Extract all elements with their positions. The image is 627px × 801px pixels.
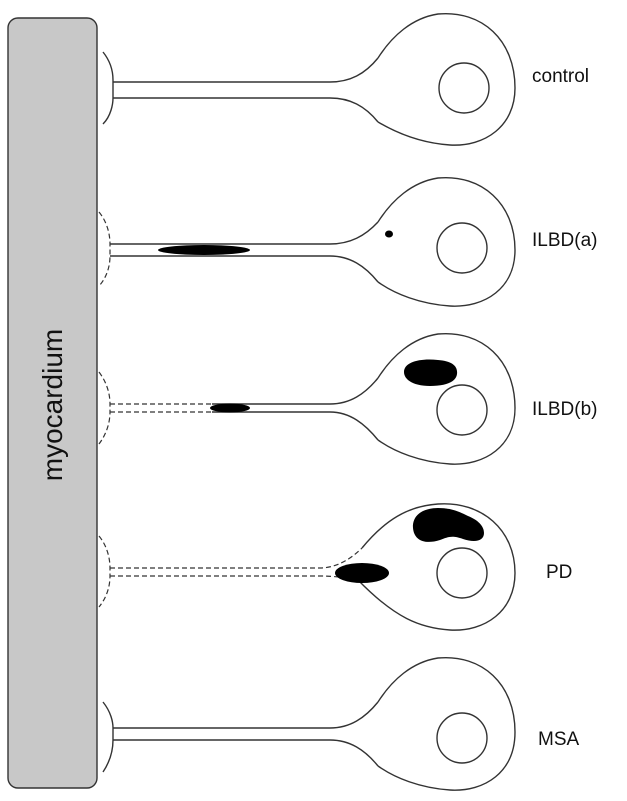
axon-lower [113, 740, 378, 766]
neuron-ilbd-b: ILBD(b) [99, 334, 597, 464]
neuron-control: control [103, 14, 589, 145]
axon-upper-dashed [110, 548, 362, 568]
myocardium: myocardium [8, 18, 97, 788]
aggregate-axon-hillock [335, 563, 389, 583]
axon-upper [113, 58, 378, 82]
row-label: MSA [538, 729, 580, 750]
aggregate-soma [385, 231, 393, 238]
neuron-pd: PD [99, 504, 572, 630]
row-label: ILBD(b) [532, 399, 597, 420]
neuron-ilbd-a: ILBD(a) [99, 178, 597, 306]
axon-upper [113, 702, 378, 728]
nucleus [437, 713, 487, 763]
nucleus [437, 385, 487, 435]
row-label: ILBD(a) [532, 230, 597, 251]
nerve-terminal [103, 52, 113, 124]
axon-lower [110, 256, 378, 282]
aggregate-axon [210, 404, 250, 413]
nucleus [439, 63, 489, 113]
nerve-terminal [99, 372, 110, 444]
axon-lower-dashed [110, 576, 358, 580]
axon-lower [212, 412, 378, 440]
axon-upper [110, 222, 378, 244]
nucleus [437, 548, 487, 598]
nerve-terminal [103, 702, 113, 772]
nucleus [437, 223, 487, 273]
aggregate-soma [413, 508, 484, 542]
cell-body [378, 658, 515, 790]
nerve-terminal [99, 212, 110, 286]
aggregate-axon [158, 245, 250, 255]
aggregate-soma [404, 360, 457, 387]
axon-lower [113, 98, 378, 122]
row-label: PD [546, 562, 572, 583]
cell-body [378, 178, 515, 306]
cell-body [378, 14, 515, 145]
row-label: control [532, 66, 589, 87]
nerve-terminal [99, 536, 110, 607]
axon-upper [212, 378, 378, 404]
neuron-msa: MSA [103, 658, 580, 790]
cell-body [378, 334, 515, 464]
myocardium-label: myocardium [37, 329, 68, 481]
